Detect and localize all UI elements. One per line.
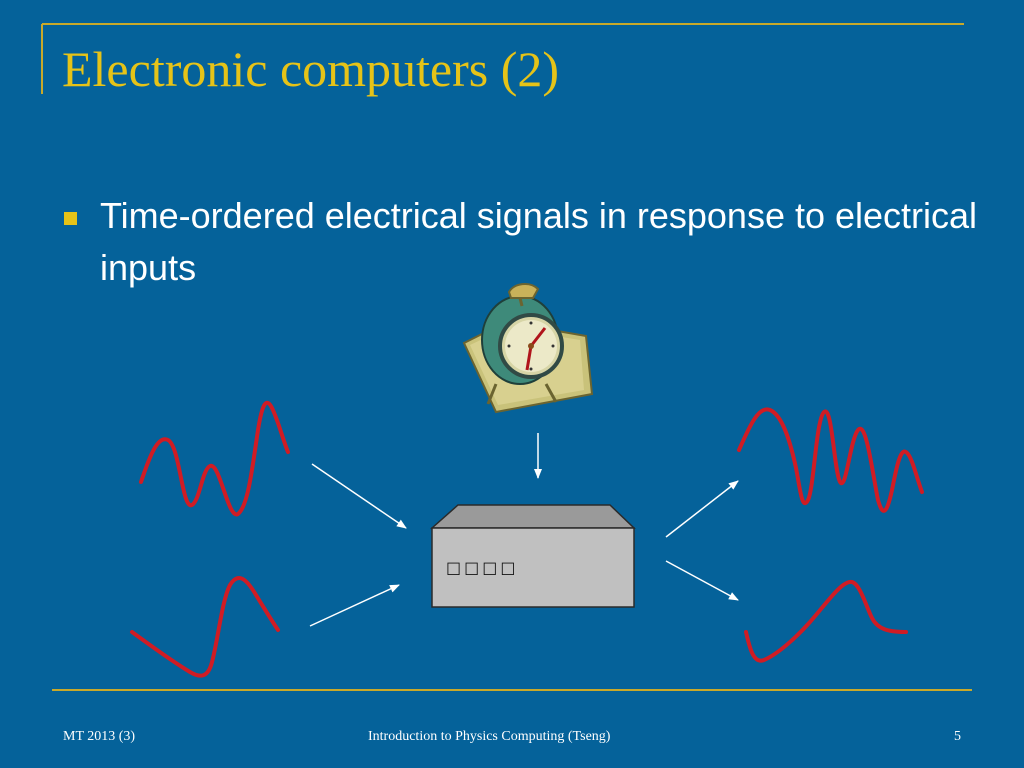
arrow-output-top — [665, 480, 739, 538]
bullet-text: Time-ordered electrical signals in respo… — [100, 195, 978, 288]
title-frame-lines — [41, 23, 964, 94]
arrow-input-top — [311, 463, 407, 529]
slide-title: Electronic computers (2) — [62, 41, 560, 97]
input-signal-wave-1 — [139, 400, 290, 517]
input-signal-wave-2 — [130, 576, 280, 678]
output-signal-wave-2 — [744, 580, 908, 663]
footer-date: MT 2013 (3) — [63, 729, 136, 744]
arrow-input-bottom — [309, 584, 400, 627]
output-signal-wave-1 — [737, 407, 924, 513]
computer-box: □□□□ — [430, 504, 636, 608]
square-bullet-icon — [64, 212, 77, 225]
footer-course-title: Introduction to Physics Computing (Tseng… — [368, 729, 611, 744]
alarm-clock-icon — [462, 283, 594, 414]
footer-page-number: 5 — [954, 729, 961, 744]
computer-box-label: □□□□ — [446, 558, 518, 577]
arrow-output-bottom — [665, 560, 739, 601]
